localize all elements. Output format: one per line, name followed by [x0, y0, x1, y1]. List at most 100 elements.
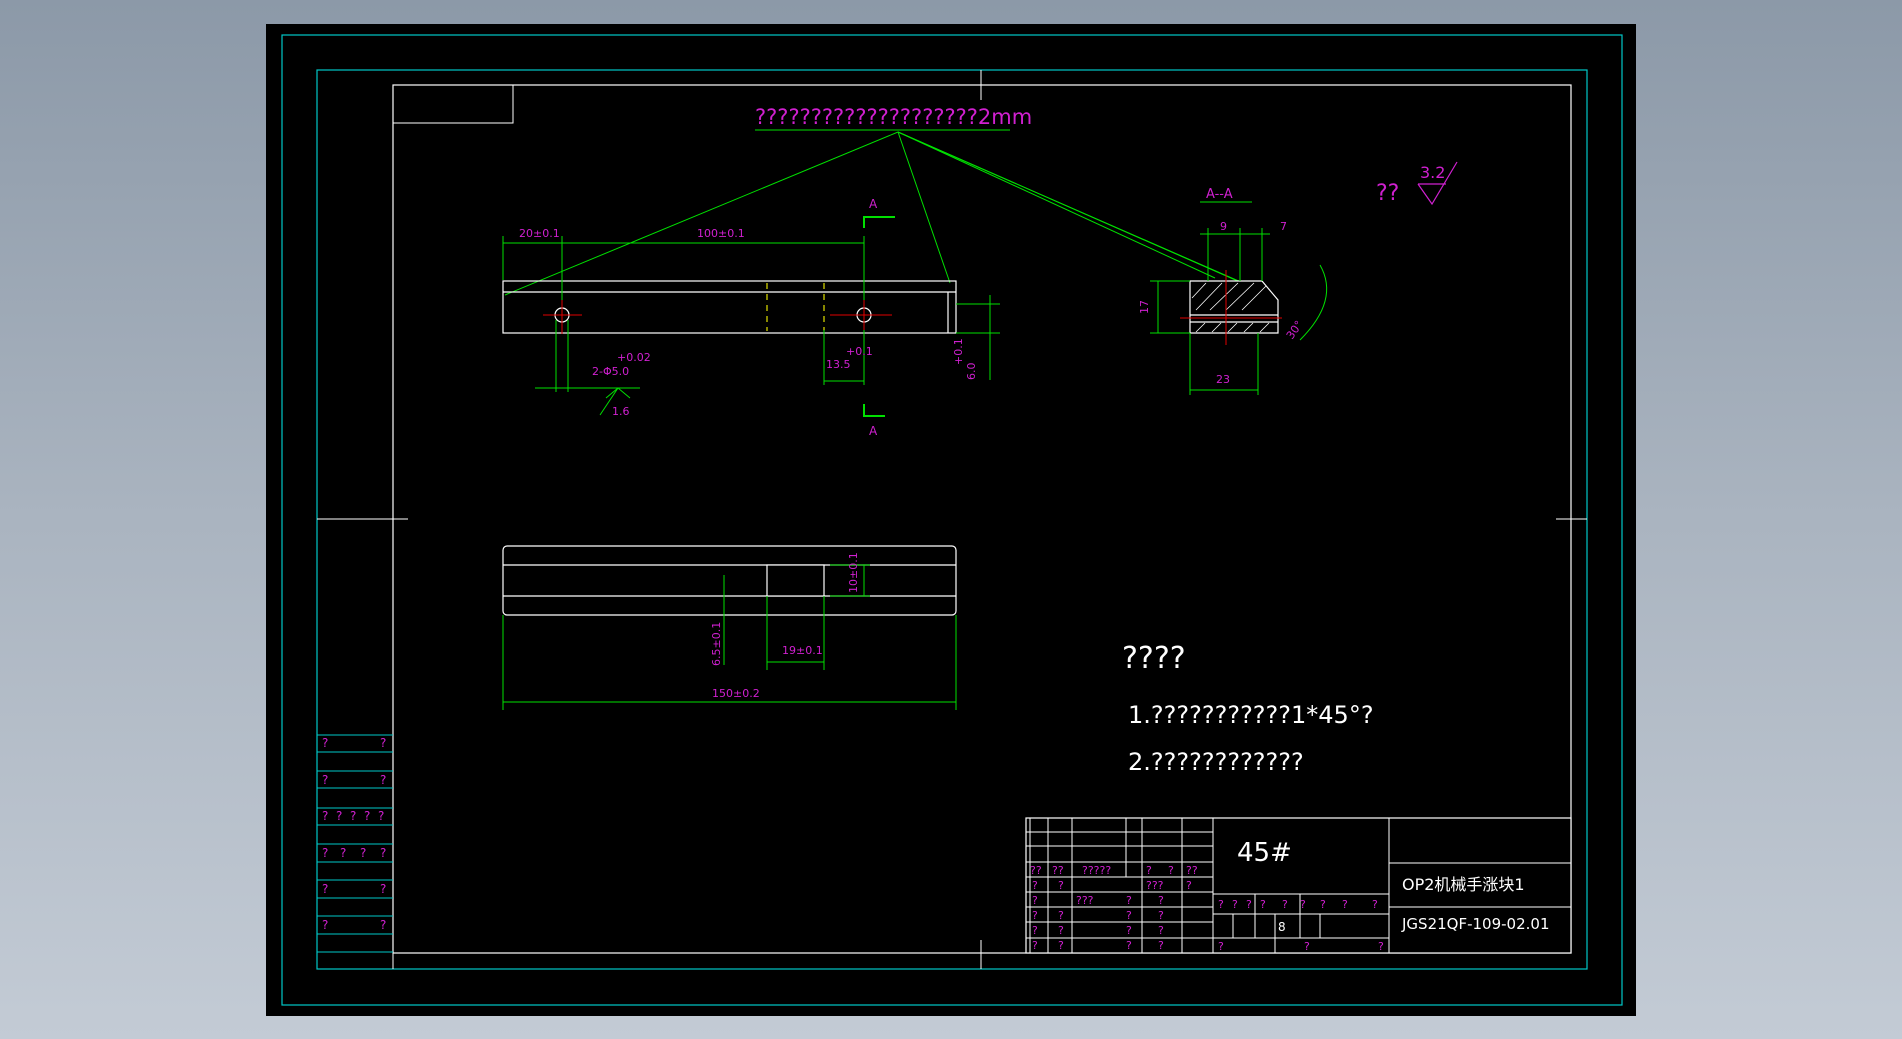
tb-cell: ?	[1320, 898, 1326, 911]
section-label-bottom: A	[869, 424, 878, 438]
section-dimensions	[1150, 228, 1328, 395]
dim-13-5-tol: +0.1	[846, 345, 873, 358]
material-label: 45#	[1237, 838, 1292, 868]
side-cell: ?	[380, 918, 386, 932]
tb-cell: ?	[1032, 879, 1038, 892]
notes-line-2: 2.????????????	[1128, 748, 1304, 776]
dim-13-5: 13.5	[826, 358, 851, 371]
tb-cell: ?????	[1082, 864, 1111, 877]
hole-right	[830, 298, 892, 334]
section-cut-marks	[863, 216, 895, 417]
side-cell: ?	[322, 882, 328, 896]
dim-9: 9	[1220, 220, 1227, 233]
tb-cell: ?	[1146, 864, 1152, 877]
section-view-part	[1189, 280, 1279, 334]
tb-cell: ??	[1030, 864, 1042, 877]
side-table-text: ? ? ? ? ? ? ? ? ? ? ? ? ? ? ? ? ?	[322, 736, 386, 932]
side-cell: ?	[340, 846, 346, 860]
side-cell: ?	[322, 846, 328, 860]
dim-7: 7	[1280, 220, 1287, 233]
dim-rough-1-6: 1.6	[612, 405, 630, 418]
roughness-label: ??	[1376, 181, 1399, 206]
side-cell: ?	[322, 736, 328, 750]
tb-cell: ?	[1372, 898, 1378, 911]
dim-150: 150±0.2	[712, 687, 760, 700]
dim-19: 19±0.1	[782, 644, 823, 657]
tb-cell: ???	[1076, 894, 1094, 907]
title-block	[1025, 817, 1572, 954]
tb-cell: ?	[1158, 894, 1164, 907]
tb-cell: ?	[1032, 939, 1038, 952]
dim-17: 17	[1138, 300, 1151, 314]
tb-cell: ?	[1378, 940, 1384, 953]
side-table	[317, 734, 393, 953]
top-left-box	[392, 84, 514, 124]
front-view-part	[502, 280, 957, 334]
tb-cell: ?	[1218, 898, 1224, 911]
section-title: A--A	[1206, 187, 1233, 202]
tb-cell: ?	[1032, 894, 1038, 907]
tb-cell: ?	[1058, 924, 1064, 937]
tb-cell: ?	[1168, 864, 1174, 877]
side-cell: ?	[360, 846, 366, 860]
tb-cell: ?	[1058, 879, 1064, 892]
tb-cell: ?	[1158, 924, 1164, 937]
dim-6-5: 6.5±0.1	[710, 622, 723, 666]
tb-cell: ??	[1186, 864, 1198, 877]
tb-cell: ?	[1342, 898, 1348, 911]
side-cell: ?	[380, 846, 386, 860]
tb-cell: ?	[1158, 909, 1164, 922]
notes-heading: ????	[1122, 641, 1186, 676]
tb-cell: ?	[1126, 939, 1132, 952]
dim-6: 6.0	[965, 363, 978, 381]
section-centerlines	[1180, 270, 1282, 345]
front-view-dim-text: 20±0.1 100±0.1 +0.02 2-Φ5.0 1.6 +0.1 13.…	[519, 227, 978, 418]
side-cell: ?	[322, 809, 328, 823]
tb-cell: ???	[1146, 879, 1164, 892]
tb-cell: ?	[1032, 924, 1038, 937]
notes-line-1: 1.???????????1*45°?	[1128, 701, 1374, 729]
tb-cell: ?	[1232, 898, 1238, 911]
top-view-part	[502, 545, 957, 616]
section-hatch	[1191, 282, 1270, 333]
side-cell: ?	[322, 773, 328, 787]
drawing-number: JGS21QF-109-02.01	[1401, 915, 1550, 933]
dim-hole: 2-Φ5.0	[592, 365, 629, 378]
dim-10: 10±0.1	[847, 552, 860, 593]
tb-cell: ?	[1126, 924, 1132, 937]
side-cell: ?	[380, 773, 386, 787]
tb-cell: ?	[1300, 898, 1306, 911]
dim-6-tol: +0.1	[952, 338, 965, 365]
top-note-text: ????????????????????2mm	[755, 105, 1032, 129]
tb-cell: ?	[1282, 898, 1288, 911]
front-view-hidden	[766, 283, 825, 331]
tb-cell: ?	[1032, 909, 1038, 922]
outer-frame	[281, 34, 1623, 1006]
tb-cell: ??	[1052, 864, 1064, 877]
tb-cell: ?	[1158, 939, 1164, 952]
tb-cell: ?	[1058, 909, 1064, 922]
roughness-symbol	[1417, 161, 1458, 206]
hole-left	[543, 298, 582, 334]
tb-cell: ?	[1260, 898, 1266, 911]
tb-cell: ?	[1058, 939, 1064, 952]
part-name: OP2机械手涨块1	[1402, 875, 1525, 894]
side-cell: ?	[322, 918, 328, 932]
top-view-dimensions	[502, 564, 957, 710]
side-cell: ?	[350, 809, 356, 823]
dim-23: 23	[1216, 373, 1230, 386]
roughness-value: 3.2	[1420, 163, 1445, 182]
tb-cell: ?	[1126, 909, 1132, 922]
dim-100: 100±0.1	[697, 227, 745, 240]
top-view-dim-text: 10±0.1 6.5±0.1 19±0.1 150±0.2	[710, 552, 860, 700]
side-cell: ?	[336, 809, 342, 823]
tb-cell: ?	[1126, 894, 1132, 907]
section-label-top: A	[869, 197, 878, 211]
tb-cell: ?	[1218, 940, 1224, 953]
tb-cell: ?	[1186, 879, 1192, 892]
side-cell: ?	[380, 736, 386, 750]
side-cell: ?	[378, 809, 384, 823]
title-block-grid	[1026, 818, 1571, 953]
title-block-cells: ?? ?? ????? ? ? ?? ? ? ??? ? ? ??? ? ? ?…	[1030, 864, 1384, 953]
